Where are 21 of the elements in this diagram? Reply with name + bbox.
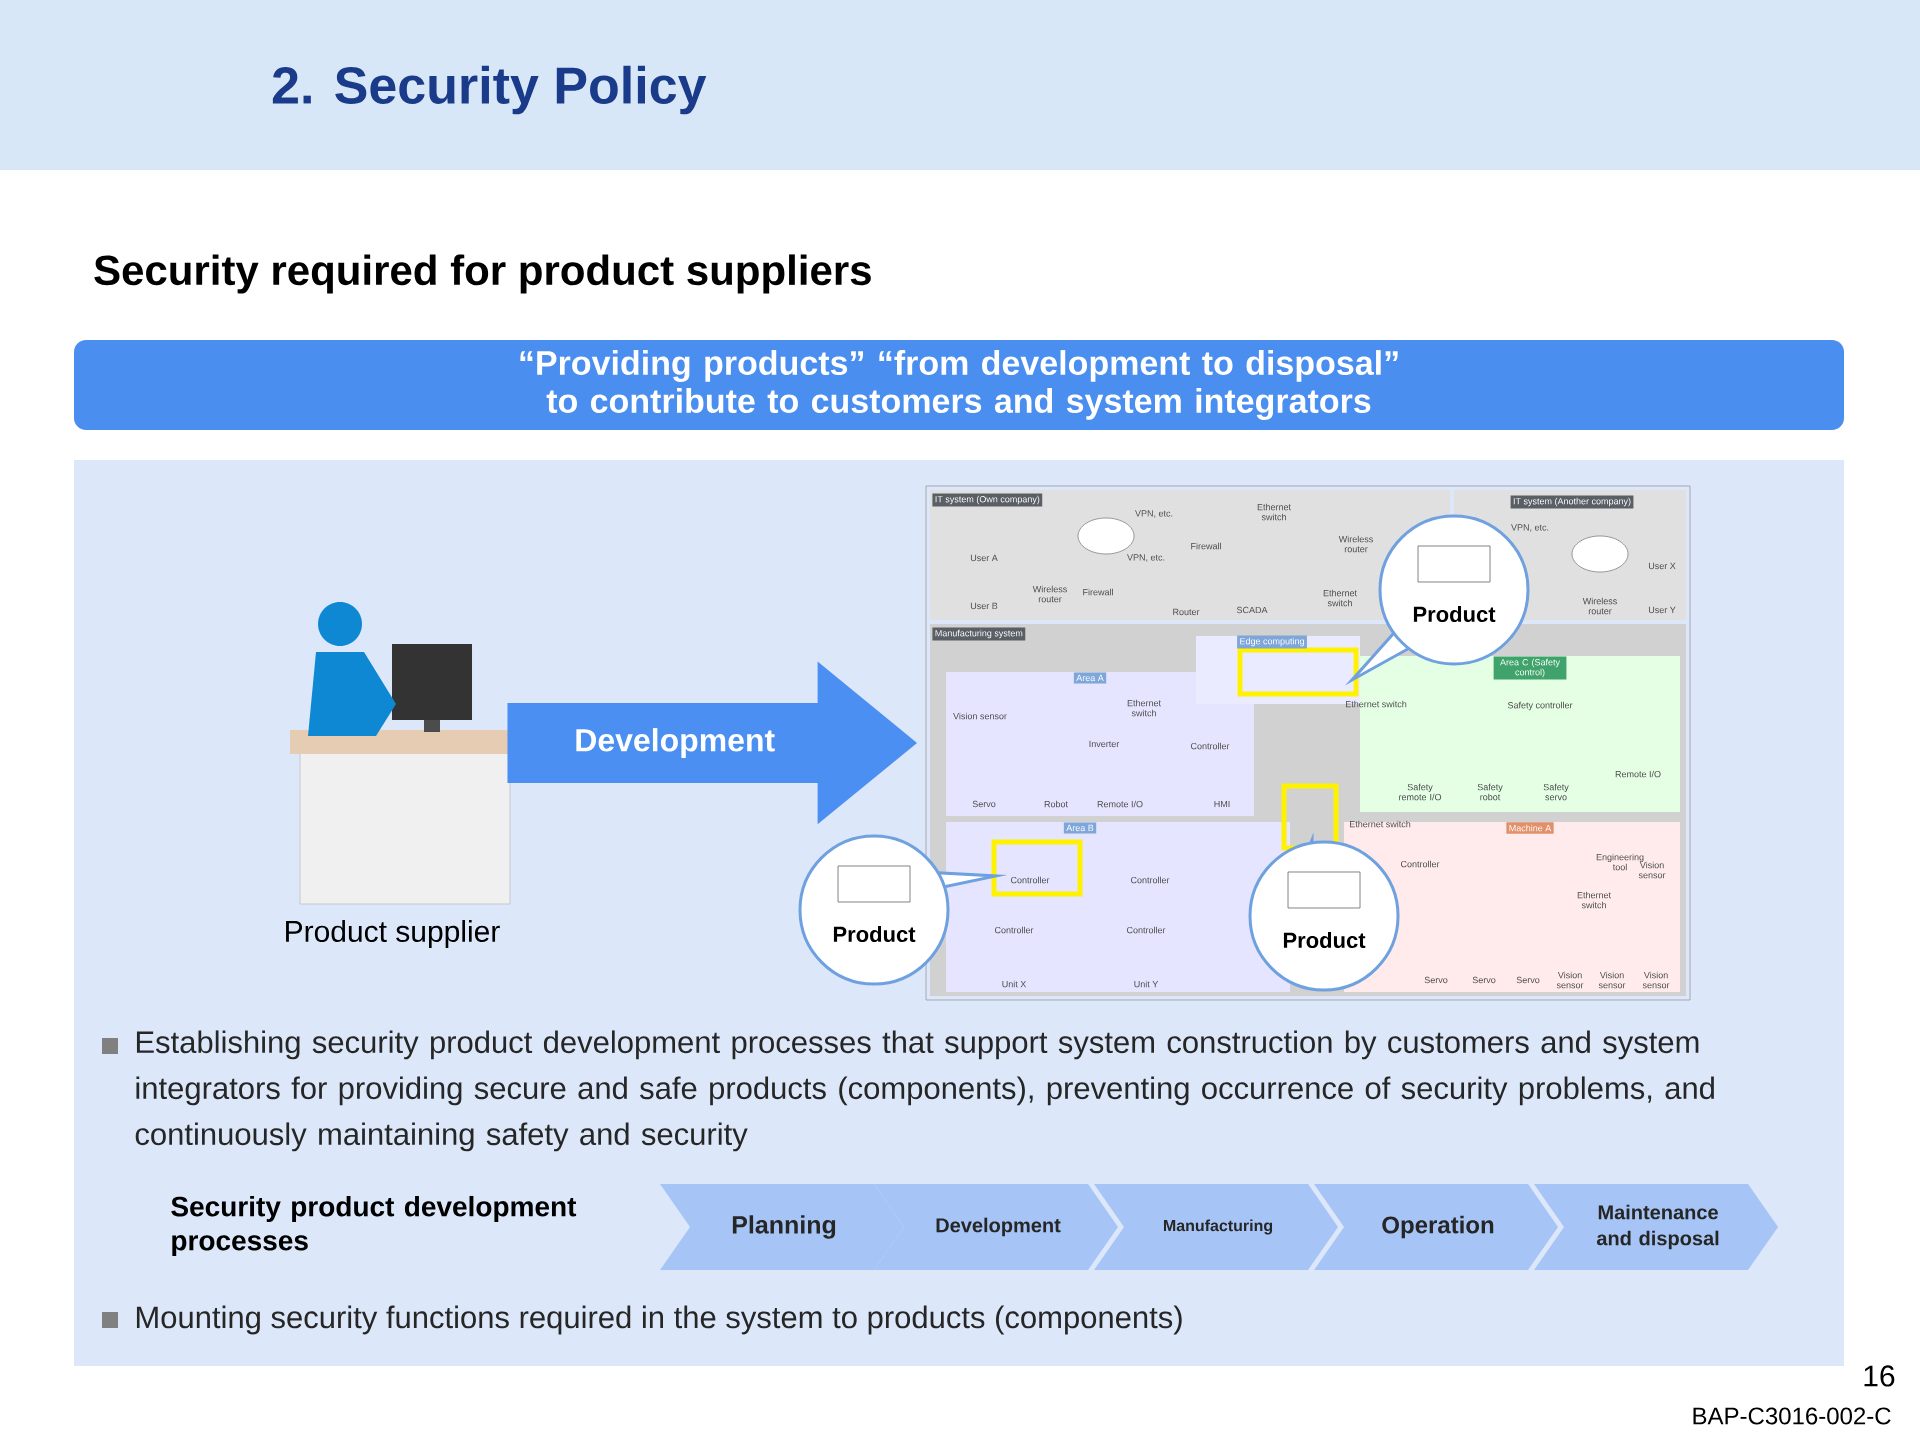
node-label: Manufacturing xyxy=(1163,1219,1273,1235)
node-label: Operation xyxy=(1382,1215,1494,1239)
edge-label: Development xyxy=(576,728,775,758)
document-code: BAP-C3016-002-C xyxy=(1693,1407,1891,1425)
bullet-text: Mounting security functions required in the system to products (components) xyxy=(102,1305,1182,1335)
page-number: 16 xyxy=(1864,1365,1895,1387)
node-label: Planning xyxy=(732,1215,836,1239)
process-step: Planning xyxy=(660,1184,904,1270)
subtitle: Security required for product suppliers xyxy=(94,254,871,294)
supplier-label: Product supplier xyxy=(286,920,500,948)
bullet-text: Establishing security product development processes that support system construction by customers and system integrators for providing secure and safe products (components), preventing occurrence of security problems, and continuously maintaining safety and security xyxy=(102,1030,1714,1152)
callout-bubble: Product xyxy=(1248,832,1400,992)
banner-box: “Providing products” “from development to disposal” to contribute to customers and system integrators xyxy=(74,340,1845,430)
process-heading: Security product development processes xyxy=(171,1195,577,1257)
slide-title: 2. Security Policy xyxy=(272,65,707,115)
node-label: Maintenance and disposal xyxy=(1596,1204,1719,1250)
process-step: Development xyxy=(874,1184,1118,1270)
process-step: Maintenance and disposal xyxy=(1534,1184,1779,1270)
process-step: Manufacturing xyxy=(1094,1184,1338,1270)
node-label: Development xyxy=(936,1217,1061,1237)
process-step: Operation xyxy=(1314,1184,1559,1270)
